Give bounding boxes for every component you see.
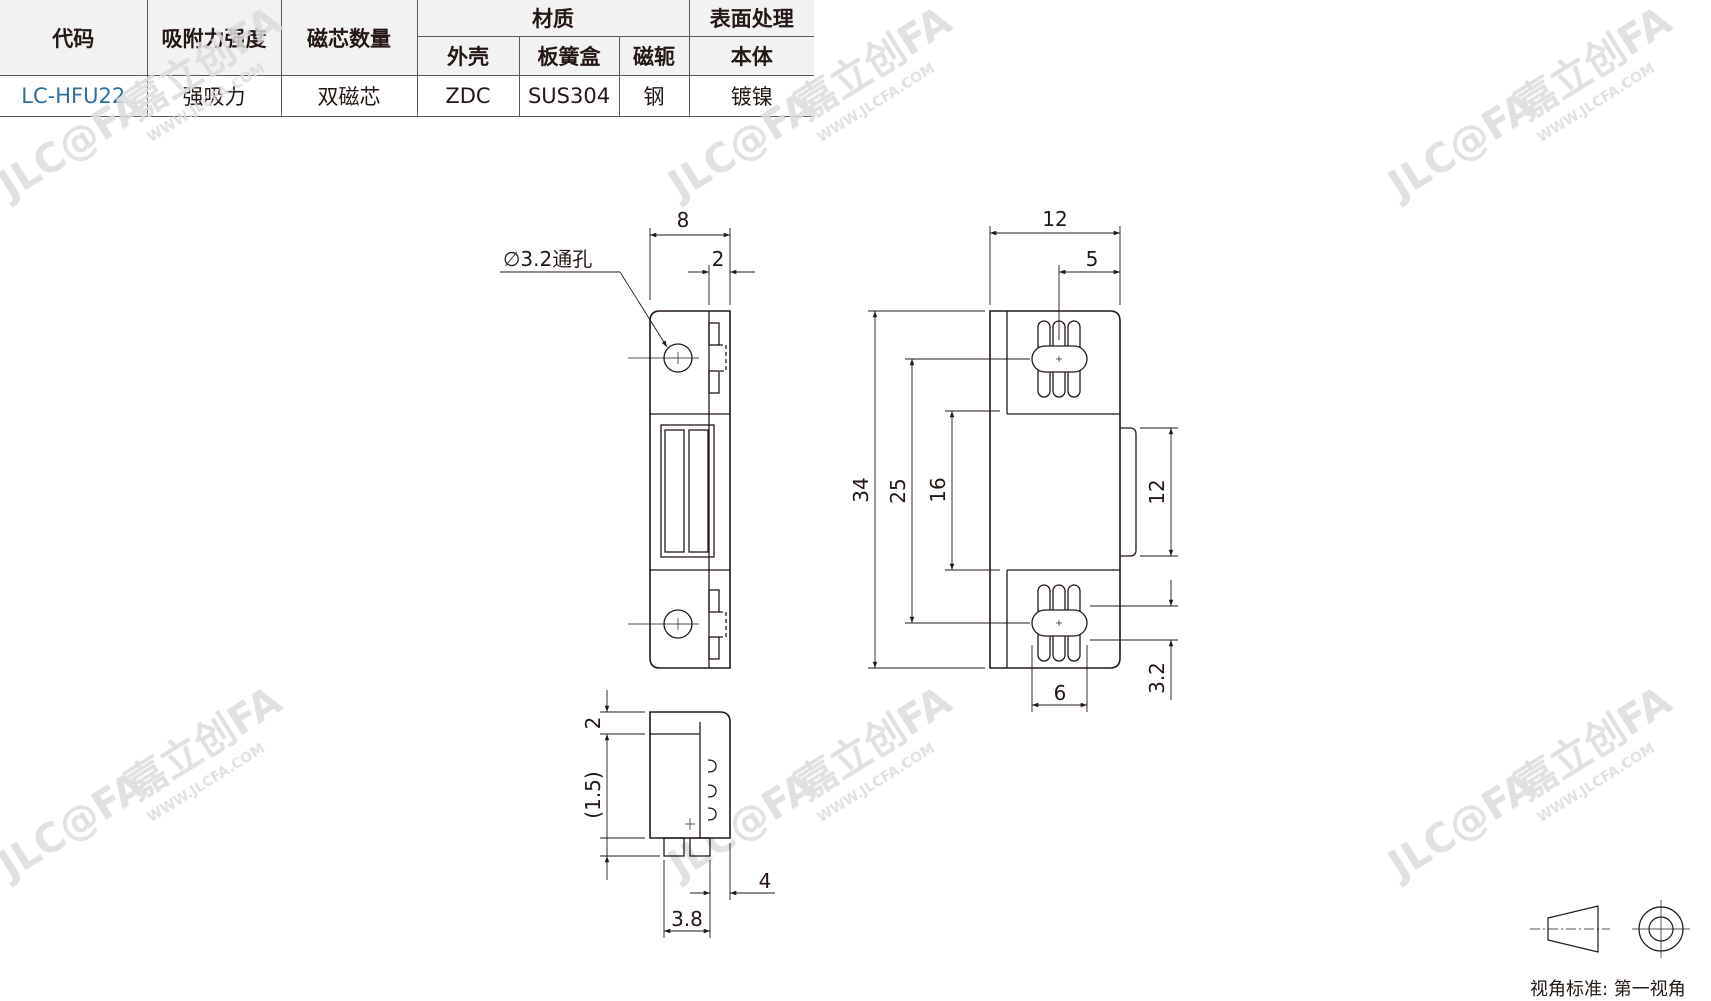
- cell-cores: 双磁芯: [280, 75, 418, 117]
- dim-bottom-top: 2: [581, 717, 605, 730]
- header-yoke: 磁轭: [618, 36, 690, 76]
- header-code: 代码: [0, 0, 148, 76]
- dim-total-height: 34: [849, 477, 873, 502]
- hole-note: ∅3.2通孔: [503, 247, 592, 271]
- bottom-view: [600, 690, 775, 938]
- watermark-group: JLC@FA 嘉立创FA WWW.JLCFA.COM JLC@FA 嘉立创FA …: [0, 0, 1680, 890]
- dim-bottom-width: 3.8: [671, 907, 703, 931]
- dim-bottom-right: 4: [759, 869, 772, 893]
- dim-inner-height: 16: [926, 477, 950, 502]
- header-material: 材质: [416, 0, 690, 37]
- cell-code: LC-HFU22: [0, 75, 148, 117]
- dim-hole-pitch: 25: [886, 478, 910, 503]
- side-view: [868, 226, 1178, 712]
- header-surface: 表面处理: [688, 0, 814, 37]
- spec-table: 代码 吸附力强度 磁芯数量 材质 表面处理 外壳 板簧盒 磁轭 本体 LC-HF…: [0, 0, 814, 117]
- watermark-1: JLC@FA 嘉立创FA WWW.JLCFA.COM: [0, 0, 290, 210]
- cell-body: 镀镍: [688, 75, 814, 117]
- projection-symbol: [1530, 900, 1690, 958]
- header-spring-box: 板簧盒: [518, 36, 620, 76]
- dim-front-offset: 2: [712, 247, 725, 271]
- front-view: [500, 228, 755, 669]
- cell-shell: ZDC: [416, 75, 520, 117]
- watermark-2: JLC@FA 嘉立创FA WWW.JLCFA.COM: [658, 0, 959, 210]
- dim-bottom-mid: (1.5): [581, 771, 605, 818]
- watermark-3: JLC@FA 嘉立创FA WWW.JLCFA.COM: [1378, 0, 1679, 210]
- watermark-6: JLC@FA 嘉立创FA WWW.JLCFA.COM: [1378, 678, 1679, 890]
- header-force: 吸附力强度: [146, 0, 282, 76]
- header-shell: 外壳: [416, 36, 520, 76]
- dim-side-width: 12: [1042, 207, 1067, 231]
- dim-slot-width: 6: [1054, 681, 1067, 705]
- dim-front-width: 8: [677, 208, 690, 232]
- dim-slot-height: 3.2: [1145, 662, 1169, 694]
- cell-yoke: 钢: [618, 75, 690, 117]
- cell-force: 强吸力: [146, 75, 282, 117]
- dim-side-offset: 5: [1086, 247, 1099, 271]
- projection-label: 视角标准: 第一视角: [1530, 979, 1686, 1000]
- watermark-4: JLC@FA 嘉立创FA WWW.JLCFA.COM: [0, 678, 290, 890]
- cell-spring-box: SUS304: [518, 75, 620, 117]
- header-body: 本体: [688, 36, 814, 76]
- dim-plate-height: 12: [1145, 479, 1169, 504]
